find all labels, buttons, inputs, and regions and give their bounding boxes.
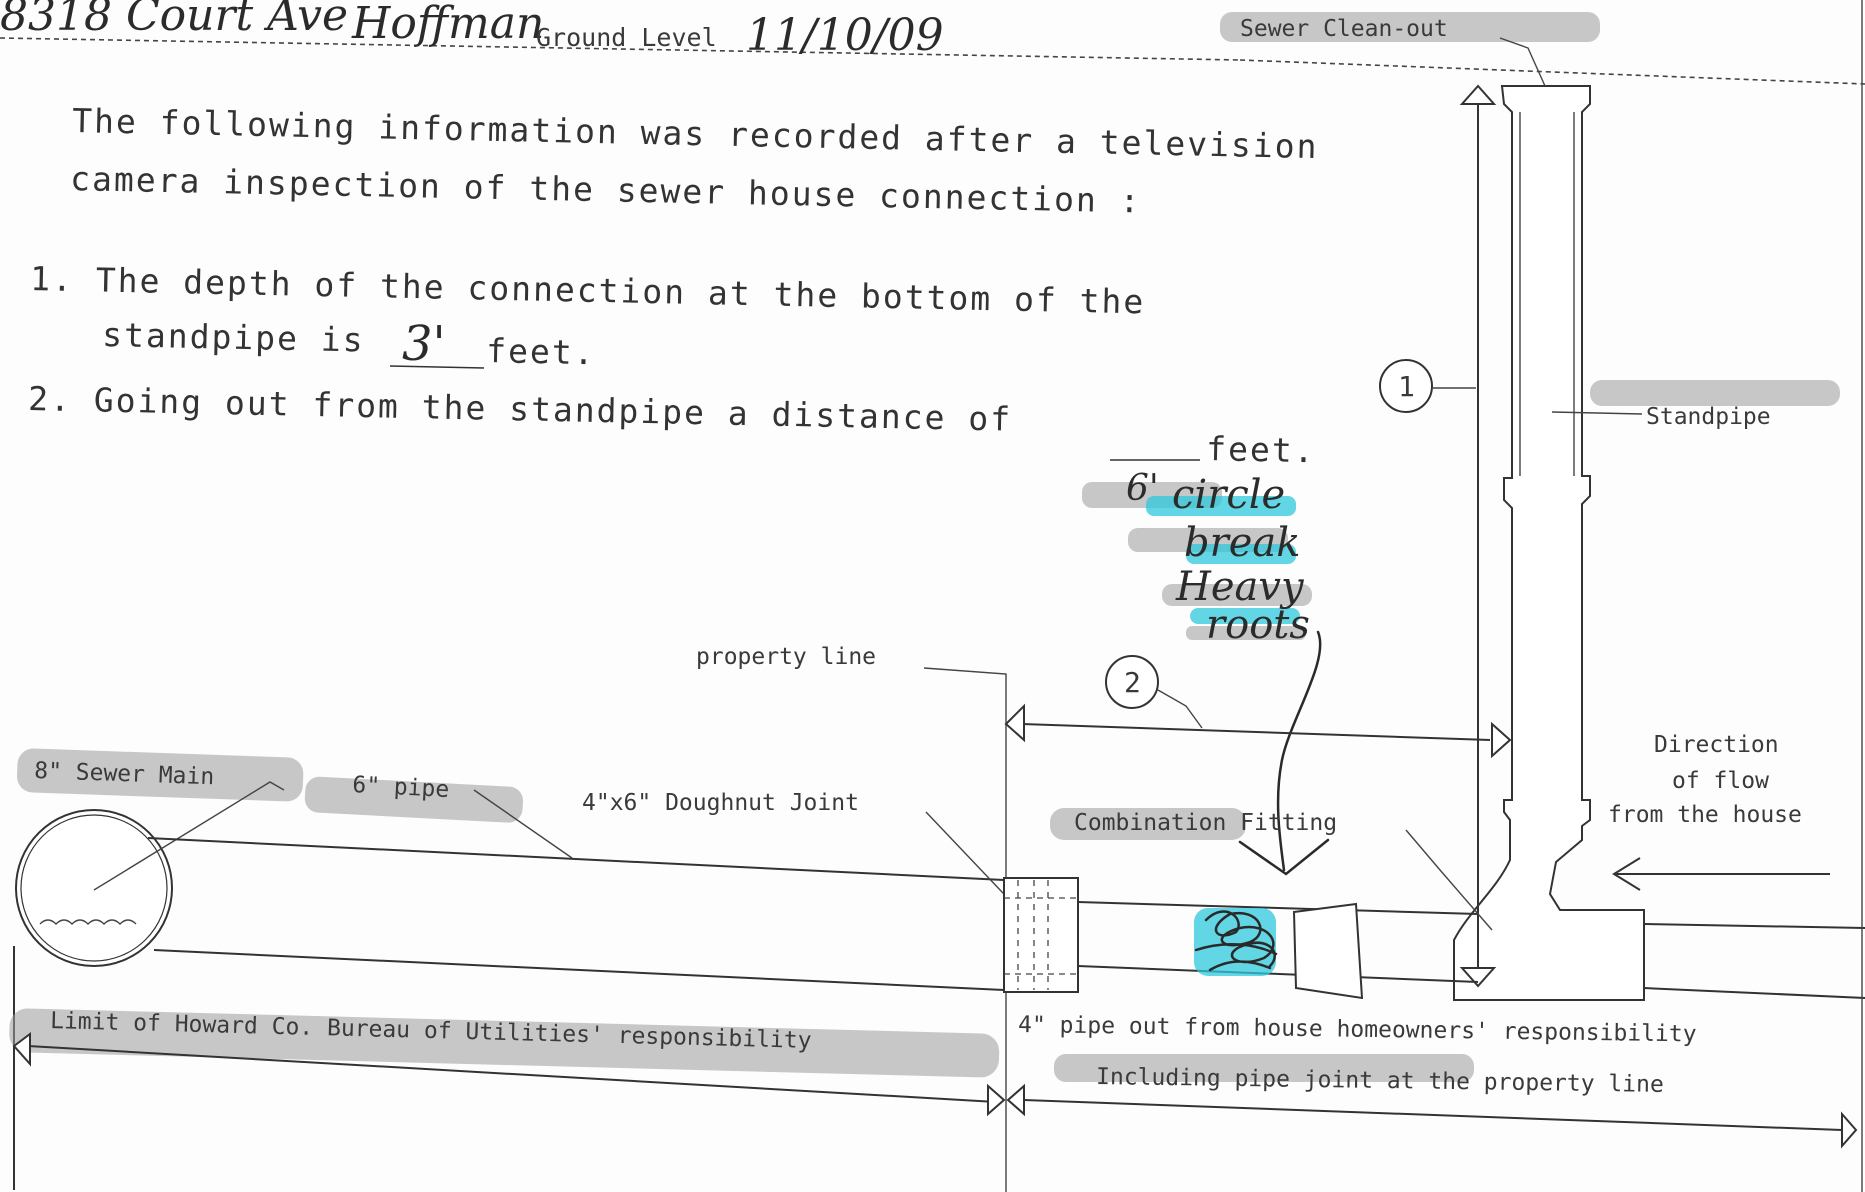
highlight-gray — [304, 776, 523, 823]
item2-post: feet. — [1206, 429, 1316, 470]
house-pipe-top — [1643, 923, 1865, 929]
note-break: break — [1184, 520, 1300, 566]
doughnut-label: 4"x6" Doughnut Joint — [582, 790, 859, 816]
distance-dimension-line — [1021, 723, 1491, 741]
limit-arrow-left — [12, 1032, 31, 1067]
note-distance: 6' — [1126, 468, 1159, 509]
highlight-gray — [1050, 808, 1246, 840]
ground-level-line-right — [1239, 59, 1865, 85]
highlight-gray — [1054, 1054, 1474, 1082]
homeowner-line1: 4" pipe out from house homeowners' respo… — [1018, 1012, 1697, 1047]
distance-arrow-left — [1004, 703, 1025, 743]
marker-1: 1 — [1398, 370, 1415, 403]
highlight-gray — [9, 1008, 1000, 1078]
marker-2: 2 — [1124, 666, 1141, 699]
highlight-gray — [1220, 12, 1600, 42]
highlight-cyan — [1146, 496, 1296, 516]
intro-line2: camera inspection of the sewer house con… — [70, 159, 1142, 220]
direction-line3: from the house — [1608, 802, 1802, 828]
highlight-cyan — [1186, 544, 1296, 564]
homeowner-dimension-line — [1023, 1099, 1843, 1131]
sewer-main-circle — [15, 809, 173, 967]
limit-dimension-line — [27, 1045, 997, 1103]
break-scribble — [1194, 910, 1278, 972]
highlight-gray — [17, 748, 304, 802]
distance-arrow-right — [1491, 721, 1512, 759]
pipe4-bottom — [1077, 965, 1479, 983]
sewer-cleanout-label: Sewer Clean-out — [1240, 16, 1448, 42]
sewage-level — [39, 919, 137, 925]
marker-2-leader — [1157, 689, 1203, 729]
flow-arrowhead — [1612, 857, 1641, 891]
highlight-cyan — [1190, 608, 1300, 624]
combination-leader — [1405, 829, 1493, 931]
pipe6-label: 6" pipe — [352, 772, 450, 803]
note-heavy: Heavy — [1175, 564, 1305, 610]
pipe6-top — [147, 837, 1005, 881]
pipe6-bottom — [153, 949, 1005, 991]
ground-level-label: Ground Level — [536, 23, 717, 52]
intro-line1: The following information was recorded a… — [72, 101, 1319, 166]
item1-depth-value: 3' — [402, 316, 446, 372]
item2-line1: 2. Going out from the standpipe a distan… — [28, 379, 1013, 439]
direction-line2: of flow — [1672, 768, 1769, 794]
standpipe-leader — [1551, 411, 1643, 415]
handdrawn-arrowhead — [1238, 838, 1330, 876]
highlight-cyan — [1194, 908, 1276, 976]
note-circle: circle — [1172, 472, 1285, 518]
direction-line1: Direction — [1654, 732, 1779, 758]
pipe6-leader — [473, 789, 573, 859]
address-handwritten: 8318 Court Ave — [0, 0, 348, 41]
item1-pre: standpipe is — [102, 315, 365, 359]
handdrawn-arrow — [1276, 630, 1322, 872]
property-line-label: property line — [696, 644, 876, 670]
item1-blank-line — [389, 365, 485, 369]
depth-arrow-bottom — [1459, 967, 1497, 988]
marker-2-circle — [1105, 655, 1159, 709]
standpipe — [1453, 85, 1645, 1001]
combination-fitting-bell — [1292, 902, 1364, 1000]
property-line — [923, 667, 1007, 1192]
highlight-gray — [1186, 626, 1306, 640]
doughnut-joint — [1003, 877, 1079, 993]
pipe4-top — [1077, 901, 1479, 915]
item1-post: feet. — [486, 331, 596, 372]
combination-label: Combination Fitting — [1074, 810, 1337, 836]
highlight-gray — [1590, 380, 1840, 406]
item1-line1: 1. The depth of the connection at the bo… — [30, 259, 1146, 321]
homeowner-arrow-right — [1841, 1111, 1858, 1149]
sewer-main-leader — [93, 781, 285, 891]
limit-arrow-right — [987, 1083, 1006, 1117]
note-roots: roots — [1206, 602, 1310, 648]
homeowner-arrow-left — [1006, 1083, 1025, 1117]
marker-1-circle — [1379, 359, 1433, 413]
standpipe-label: Standpipe — [1646, 404, 1771, 430]
depth-arrow-top — [1459, 84, 1497, 105]
cleanout-leader — [1499, 37, 1546, 87]
house-pipe-bottom — [1643, 987, 1865, 999]
name-handwritten: Hoffman — [351, 0, 544, 49]
date-handwritten: 11/10/09 — [746, 10, 944, 61]
sewer-main-label: 8" Sewer Main — [34, 758, 215, 790]
homeowner-line2: Including pipe joint at the property lin… — [1096, 1064, 1664, 1098]
highlight-gray — [1162, 584, 1312, 606]
sewer-main-inner — [20, 814, 168, 962]
